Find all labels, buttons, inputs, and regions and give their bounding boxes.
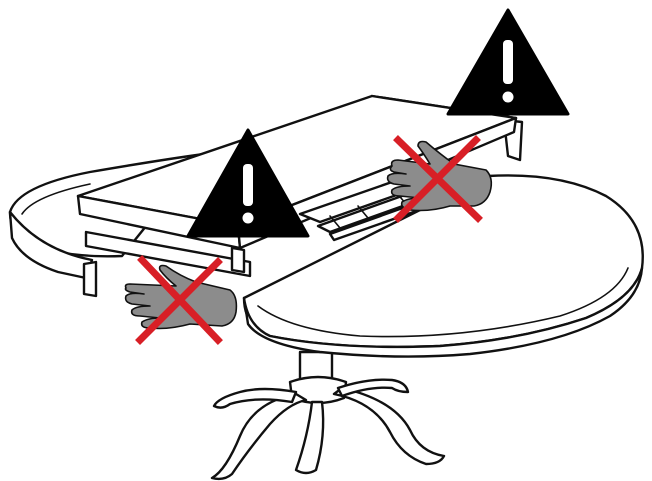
crossed-hand-icon [126, 260, 237, 340]
table-pedestal [212, 352, 444, 479]
warning-exclamation-bar [243, 164, 253, 206]
left-leaf-support [84, 262, 96, 296]
frame-lower-post [232, 248, 244, 272]
pedestal-leg-front [296, 402, 323, 473]
warning-triangle-icon [448, 10, 568, 114]
warning-exclamation-dot [503, 92, 514, 103]
warning-exclamation-dot [243, 213, 254, 224]
pedestal-leg-back-right [338, 380, 408, 396]
pedestal-leg-right [334, 388, 444, 464]
warning-exclamation-bar [503, 40, 513, 84]
